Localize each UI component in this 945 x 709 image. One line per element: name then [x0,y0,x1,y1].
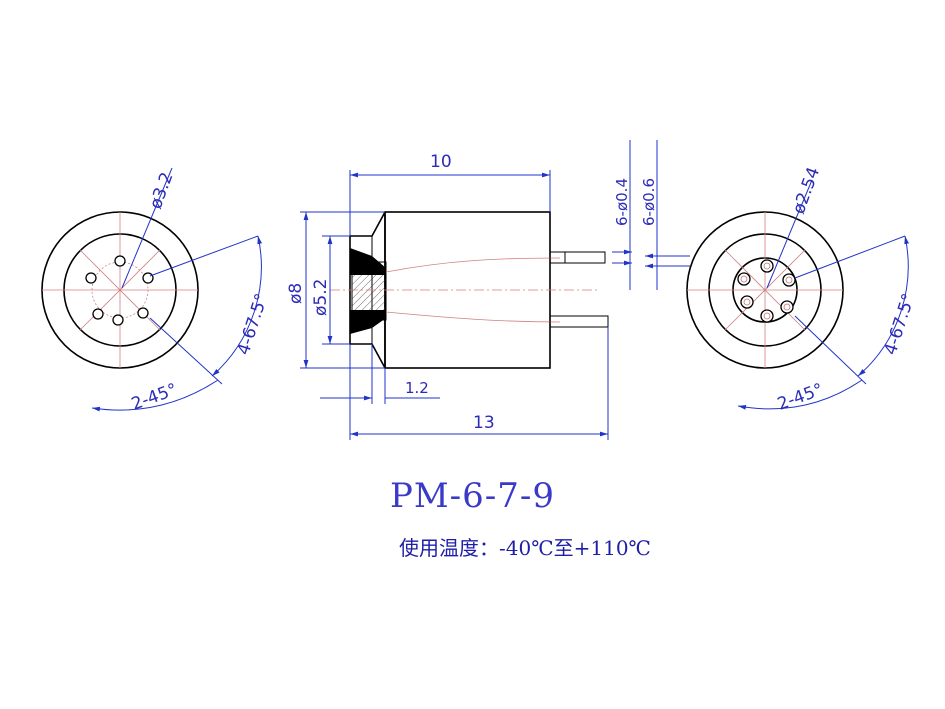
part-number-title: PM-6-7-9 [389,476,556,516]
left-angle-leader [149,235,259,277]
rear-pin-lower [549,315,609,328]
right-pin-core [785,276,793,284]
temperature-note: 使用温度：-40℃至+110℃ [399,536,651,560]
step-label: 1.2 [405,379,429,397]
right-pin-core [743,298,751,306]
right-centerline-d2 [724,249,806,331]
inner-pin-line-1 [385,257,561,273]
side-section-view: 10 13 1.2 ø8 ø5.2 6-ø0.4 6-ø0.6 [286,140,690,440]
left-pins [85,255,154,326]
body-length-label: 10 [430,152,452,172]
left-dia-leader [121,167,173,289]
insert-diameter-label: ø5.2 [311,279,331,316]
left-angle-leader-2 [149,317,223,385]
right-start-angle-arc [737,379,863,410]
insert-detail-top [350,248,386,275]
right-angle-spacing-label: 4-67.5° [881,291,920,357]
left-start-angle-arc [91,379,219,412]
insert-detail-bottom [350,310,386,334]
left-pin [142,272,154,284]
right-dia-leader [766,179,813,289]
right-angle-arc [857,235,910,377]
left-pin [85,272,97,284]
left-start-angle-label: 2-45° [129,380,180,415]
right-pin-core [740,275,748,283]
right-diameter-label: ø2.54 [789,165,824,217]
right-pins [737,259,796,323]
right-pin-core [763,312,771,320]
right-angle-leader-2 [794,315,867,385]
pin-diameter-label-1: 6-ø0.4 [613,178,631,226]
pin-diameter-label-2: 6-ø0.6 [640,178,658,226]
inner-pin-line-2 [385,311,561,323]
rear-pin-upper [549,251,606,264]
left-pin [137,307,149,319]
right-pin-core [763,262,771,270]
left-end-view: ø3.2 4-67.5° 2-45° [41,167,273,415]
right-angle-leader [794,235,906,279]
right-end-view: ø2.54 4-67.5° 2-45° [686,165,920,415]
total-length-label: 13 [473,413,495,433]
left-diameter-label: ø3.2 [146,170,178,212]
left-pin [114,255,126,267]
right-pin-core [783,303,791,311]
left-angle-arc [211,235,263,377]
left-pin [92,308,104,320]
left-angle-spacing-label: 4-67.5° [234,291,273,357]
outer-diameter-label: ø8 [286,283,306,304]
right-start-angle-label: 2-45° [775,380,826,415]
left-pin [112,314,124,326]
